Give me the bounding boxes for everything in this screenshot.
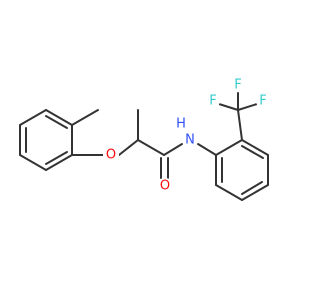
bond-cf3-f-right	[237, 103, 258, 111]
bond-n-aryl	[197, 143, 217, 156]
bond-ring2-inner-a	[241, 145, 264, 159]
atom-fluorine-top: F	[231, 78, 245, 93]
bond-carbonyl-n	[163, 143, 183, 156]
bond-methyl	[71, 109, 99, 126]
bond-ring2-e	[215, 184, 243, 201]
amide-nitrogen-label: N	[185, 133, 195, 148]
structure-diagram: O O N H F F F	[19, 78, 270, 201]
atom-amide-nitrogen: N	[182, 132, 198, 148]
bond-cf3-f-left	[218, 103, 239, 111]
atom-fluorine-left: F	[206, 94, 220, 109]
carbonyl-oxygen-label: O	[160, 179, 170, 194]
ether-oxygen-label: O	[106, 148, 116, 163]
bond-ring1-inner-b	[45, 151, 68, 165]
bond-ring1-f	[19, 109, 47, 126]
atom-fluorine-right: F	[256, 94, 270, 109]
bond-ether-ch	[118, 139, 139, 156]
bond-ring1-b	[19, 154, 47, 171]
atom-ether-oxygen: O	[103, 147, 119, 163]
bond-ring1-e	[45, 109, 73, 126]
atom-amide-hydrogen: H	[174, 117, 188, 132]
bond-layer	[19, 92, 269, 201]
bond-ring1-c	[45, 154, 73, 171]
fluorine-top-label: F	[234, 78, 241, 93]
bond-ring2-cf3	[237, 109, 243, 141]
bond-ring2-d	[241, 184, 269, 201]
amide-hydrogen-label: H	[176, 117, 186, 132]
bond-ring2-b	[241, 139, 269, 156]
fluorine-right-label: F	[259, 94, 266, 109]
bond-ring2-inner-b	[241, 181, 263, 195]
atom-label-layer: O O N H F F F	[103, 78, 270, 194]
fluorine-left-label: F	[209, 94, 216, 109]
bond-ring2-a	[215, 139, 243, 156]
atom-carbonyl-oxygen: O	[157, 178, 173, 194]
molecule-drawing: O O N H F F F	[19, 78, 270, 201]
bond-ring1-inner-c	[45, 115, 68, 129]
bond-ch-carbonyl	[137, 139, 165, 156]
